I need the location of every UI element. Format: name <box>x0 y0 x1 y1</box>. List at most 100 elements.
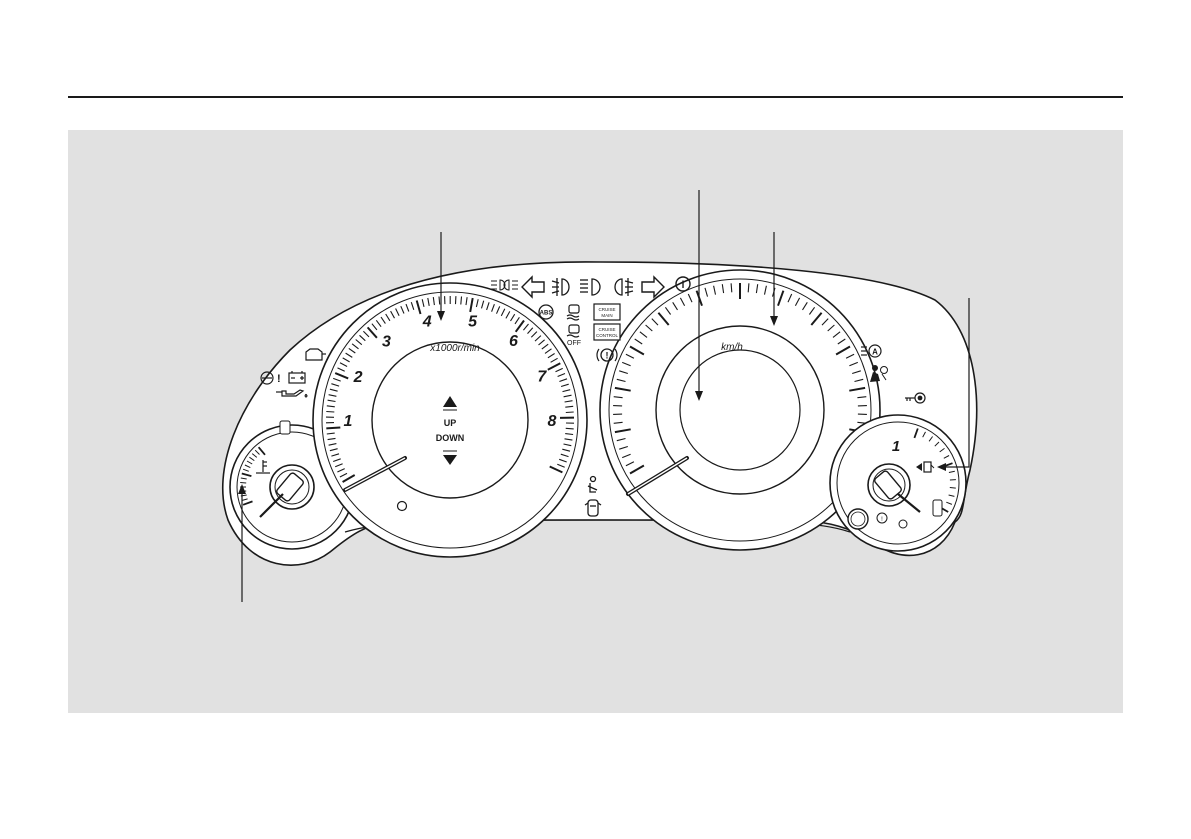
svg-text:CRUISE: CRUISE <box>598 307 615 312</box>
minor-tick <box>854 378 864 383</box>
rear-fog-light-icon <box>614 278 634 296</box>
minor-tick <box>946 501 953 505</box>
auto-high-beam-icon: A <box>861 344 882 358</box>
minor-tick <box>329 448 338 452</box>
callout-speedometer <box>770 232 778 326</box>
minor-tick <box>563 394 572 398</box>
minor-tick <box>240 482 247 484</box>
minor-tick <box>326 405 335 408</box>
major-tick <box>614 386 631 392</box>
minor-tick <box>613 421 623 424</box>
minor-tick <box>621 453 631 459</box>
front-fog-light-icon <box>551 278 570 296</box>
major-tick <box>469 297 474 313</box>
vsa-off-icon: OFF <box>566 324 581 347</box>
minor-tick <box>547 353 555 359</box>
svg-text:!: ! <box>277 373 281 385</box>
minor-tick <box>328 394 337 397</box>
minor-tick <box>480 300 485 309</box>
coolant-temperature-icon <box>256 460 270 474</box>
major-tick <box>342 474 356 483</box>
minor-tick <box>845 353 855 359</box>
minor-tick <box>541 343 549 350</box>
minor-tick <box>555 367 563 373</box>
tachometer-number: 7 <box>537 369 547 386</box>
shift-down-arrow-icon <box>443 455 457 465</box>
vsa-icon <box>566 304 580 321</box>
tachometer-unit: x1000r/min <box>429 343 480 354</box>
major-tick <box>366 326 378 339</box>
major-tick <box>629 464 645 475</box>
minor-tick <box>808 306 816 315</box>
power-steering-icon: ! <box>260 371 281 385</box>
minor-tick <box>616 378 626 383</box>
minor-tick <box>713 285 717 295</box>
speedometer-unit: km/h <box>721 342 743 353</box>
minor-tick <box>505 311 511 319</box>
minor-tick <box>327 399 336 403</box>
cruise-control-icon: CRUISE CONTROL <box>593 323 621 341</box>
airbag-icon <box>870 365 888 382</box>
minor-tick <box>565 427 574 430</box>
minor-tick <box>562 448 571 452</box>
minor-tick <box>922 431 926 438</box>
callout-display <box>695 190 703 401</box>
minor-tick <box>645 324 653 332</box>
minor-tick <box>240 477 247 480</box>
low-fuel-icon <box>916 461 935 473</box>
minor-tick <box>687 293 693 303</box>
minor-tick <box>852 370 861 375</box>
svg-text:MAIN: MAIN <box>601 313 612 318</box>
high-beam-icon <box>580 278 601 296</box>
minor-tick <box>242 468 249 472</box>
minor-tick <box>802 302 808 311</box>
minor-tick <box>672 302 678 311</box>
minor-tick <box>331 453 340 457</box>
major-tick <box>810 312 823 326</box>
minor-tick <box>359 334 366 342</box>
minor-tick <box>565 433 574 436</box>
minor-tick <box>651 318 659 326</box>
minor-tick <box>616 437 626 442</box>
minor-tick <box>948 494 955 497</box>
minor-tick <box>510 313 516 322</box>
minor-tick <box>486 302 490 311</box>
top-rule <box>68 96 1123 98</box>
minor-tick <box>438 296 441 305</box>
minor-tick <box>634 338 643 345</box>
minor-tick <box>380 316 386 324</box>
major-tick <box>514 319 525 333</box>
fuel-gauge: 1 ! <box>829 414 967 552</box>
minor-tick <box>405 303 410 312</box>
minor-tick <box>559 458 567 463</box>
minor-tick <box>560 453 569 458</box>
minor-tick <box>565 411 574 414</box>
minor-tick <box>527 327 534 334</box>
major-tick <box>415 300 422 315</box>
tachometer-number: 8 <box>548 413 557 430</box>
abs-icon: ABS <box>538 304 554 320</box>
minor-tick <box>704 287 709 297</box>
shift-up-label: UP <box>444 418 457 428</box>
minor-tick <box>327 437 336 441</box>
minor-tick <box>375 319 382 328</box>
tachometer-number: 5 <box>468 314 478 331</box>
minor-tick <box>348 347 356 354</box>
svg-text:CRUISE: CRUISE <box>598 327 615 332</box>
minor-tick <box>522 323 529 331</box>
minor-tick <box>326 410 335 413</box>
minor-tick <box>345 352 353 358</box>
shift-up-arrow-icon <box>443 396 457 407</box>
minor-tick <box>664 306 672 315</box>
major-tick <box>657 312 670 326</box>
minor-tick <box>827 324 835 332</box>
major-tick <box>777 290 785 307</box>
minor-tick <box>619 445 628 450</box>
callout-fuel-gauge <box>937 298 970 471</box>
minor-tick <box>495 306 501 314</box>
minor-tick <box>491 304 495 312</box>
minor-tick <box>333 377 341 382</box>
minor-tick <box>371 323 378 331</box>
